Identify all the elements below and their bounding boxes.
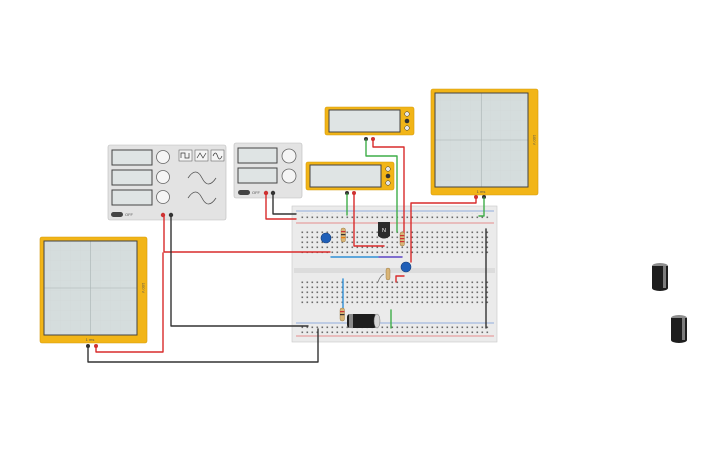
fg-off-label: OFF xyxy=(125,212,134,217)
power-supply[interactable]: OFF xyxy=(233,142,303,199)
oscilloscope-left-time-label: 1 ms xyxy=(86,337,95,342)
multimeter-top-display xyxy=(328,109,401,133)
loose-electrolytic-capacitor-1[interactable] xyxy=(652,263,668,291)
ps-power-switch[interactable] xyxy=(238,190,250,195)
wire-ps-positive-red[interactable] xyxy=(265,193,297,220)
wire-jumper-red-short[interactable] xyxy=(395,275,405,283)
fg-waveform-icon xyxy=(187,171,217,185)
multimeter-middle-com-terminal[interactable] xyxy=(345,191,349,195)
oscilloscope-right-negative-terminal[interactable] xyxy=(482,195,486,199)
multimeter-middle-mode-v[interactable] xyxy=(385,173,391,179)
multimeter-top-mode-v[interactable] xyxy=(404,118,410,124)
fg-square-wave-button[interactable] xyxy=(178,149,193,162)
wire-scope-right-signal-red[interactable] xyxy=(410,197,477,263)
oscilloscope-right[interactable]: 1 ms 100 V xyxy=(430,88,539,199)
ps-current-knob[interactable] xyxy=(281,168,297,184)
multimeter-middle-display xyxy=(309,164,382,188)
multimeter-middle-mode-a[interactable] xyxy=(385,166,391,172)
oscilloscope-left-negative-terminal[interactable] xyxy=(86,344,90,348)
wire-mm-middle-red[interactable] xyxy=(353,193,385,247)
breadboard-top-terminal-strip[interactable] xyxy=(300,229,490,254)
oscilloscope-left-positive-terminal[interactable] xyxy=(94,344,98,348)
fg-frequency-knob[interactable] xyxy=(156,150,170,164)
wires[interactable] xyxy=(87,139,487,363)
multimeter-middle[interactable] xyxy=(305,161,395,195)
fg-offset-knob[interactable] xyxy=(156,190,170,204)
oscilloscope-right-positive-terminal[interactable] xyxy=(474,195,478,199)
ps-negative-terminal[interactable] xyxy=(270,190,276,196)
multimeter-top-mode-r[interactable] xyxy=(404,125,410,131)
wire-ps-negative-black[interactable] xyxy=(272,193,297,215)
fg-display-offset xyxy=(111,189,153,206)
multimeter-middle-v-terminal[interactable] xyxy=(352,191,356,195)
electrolytic-capacitor-breadboard[interactable] xyxy=(347,313,381,329)
wire-mm-top-red[interactable] xyxy=(372,139,405,235)
wire-mm-top-green[interactable] xyxy=(365,139,398,233)
ps-positive-terminal[interactable] xyxy=(263,190,269,196)
oscilloscope-left[interactable]: 1 ms 100 V xyxy=(39,236,148,348)
oscilloscope-left-volt-label: 100 V xyxy=(141,283,146,294)
ps-voltage-display xyxy=(237,147,278,164)
npn-transistor[interactable]: N xyxy=(378,222,390,239)
ps-off-label: OFF xyxy=(252,190,261,195)
breadboard-bottom-terminal-strip[interactable] xyxy=(300,279,490,304)
wire-scope-left-signal-red[interactable] xyxy=(95,252,164,353)
multimeter-top[interactable] xyxy=(324,106,415,141)
wire-fg-ground-black[interactable] xyxy=(170,215,309,327)
components[interactable]: N xyxy=(320,222,412,329)
ceramic-capacitor-left[interactable] xyxy=(320,232,332,244)
fg-power-switch[interactable] xyxy=(111,212,123,217)
resistor-r3[interactable] xyxy=(385,267,391,281)
wire-scope-left-ground-black[interactable] xyxy=(87,328,319,363)
ps-current-display xyxy=(237,167,278,184)
oscilloscope-right-volt-label: 100 V xyxy=(532,135,537,146)
breadboard-bottom-power-rail[interactable] xyxy=(300,326,490,334)
function-generator[interactable]: OFF xyxy=(107,144,227,221)
breadboard-center-channel xyxy=(294,268,495,273)
fg-display-amplitude xyxy=(111,169,153,186)
oscilloscope-right-time-label: 1 ms xyxy=(477,189,486,194)
multimeter-top-mode-a[interactable] xyxy=(404,111,410,117)
ps-voltage-knob[interactable] xyxy=(281,148,297,164)
wire-scope-right-green[interactable] xyxy=(478,197,485,217)
fg-amplitude-knob[interactable] xyxy=(156,170,170,184)
multimeter-middle-mode-r[interactable] xyxy=(385,180,391,186)
ceramic-capacitor-right[interactable] xyxy=(400,261,412,273)
fg-display-frequency xyxy=(111,149,153,166)
breadboard[interactable] xyxy=(291,205,498,343)
breadboard-top-power-rail[interactable] xyxy=(300,213,490,221)
transistor-label: N xyxy=(382,228,386,234)
multimeter-top-com-terminal[interactable] xyxy=(364,137,368,141)
loose-electrolytic-capacitor-2[interactable] xyxy=(671,315,687,343)
multimeter-top-v-terminal[interactable] xyxy=(371,137,375,141)
wire-fg-signal-red[interactable] xyxy=(163,215,331,253)
fg-negative-terminal[interactable] xyxy=(168,212,174,218)
